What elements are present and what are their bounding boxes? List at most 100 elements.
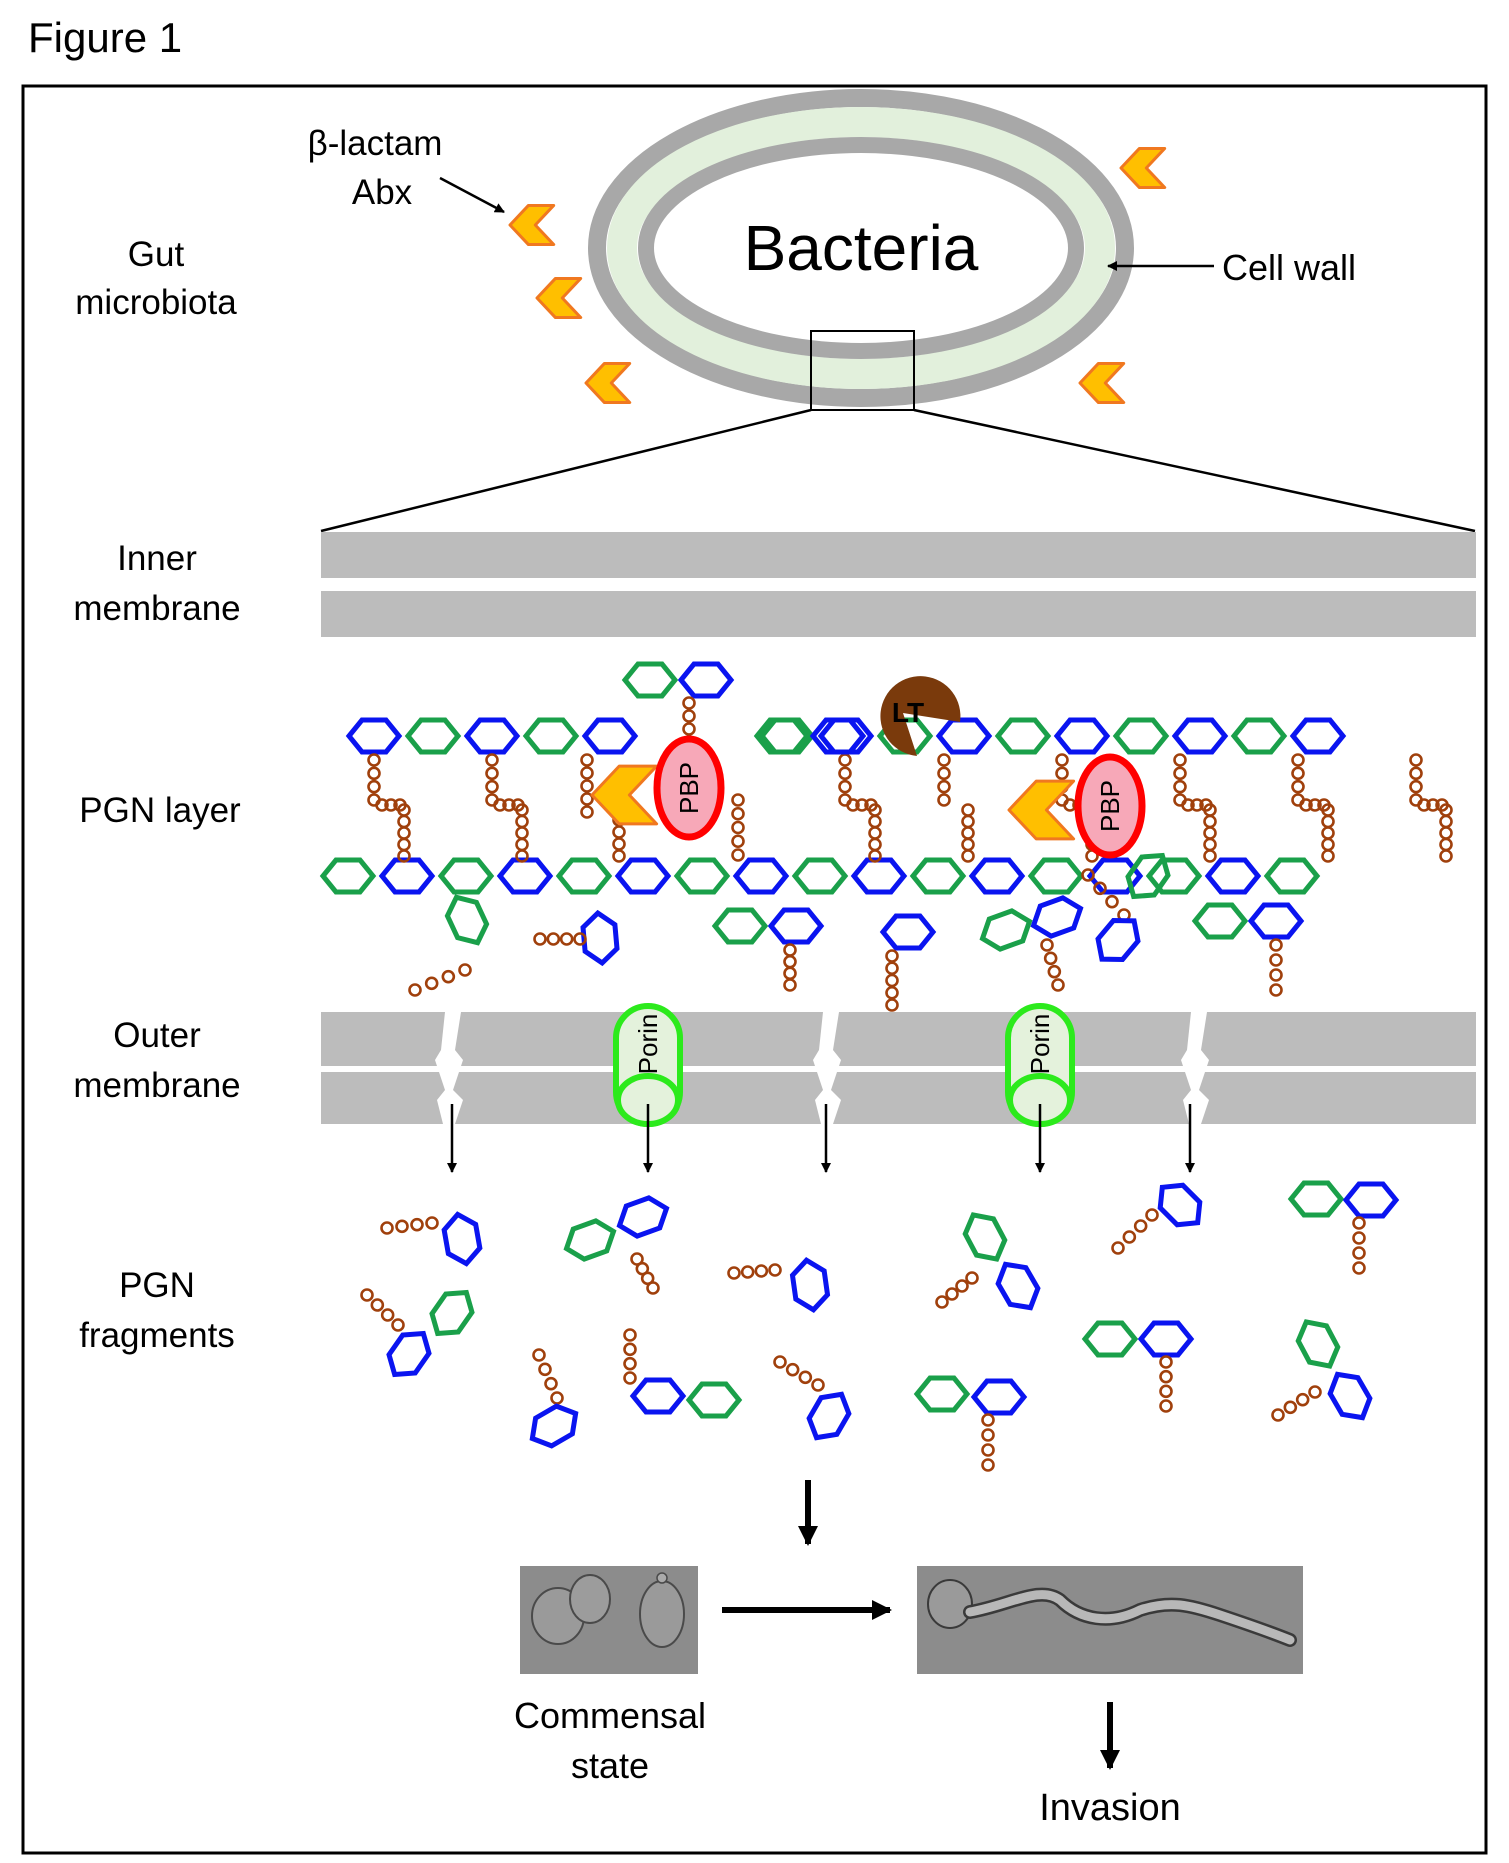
commensal-label-line1: Commensal [514,1695,706,1736]
peptide-bead [885,949,899,963]
peptide-chain [731,793,745,862]
pgn-top-hexagon [1053,717,1111,755]
peptide-bead [623,1356,637,1371]
pgn-dimer-hexagon [677,661,735,699]
outer-membrane-label-line1: Outer [113,1016,201,1055]
peptide-bead [532,1348,546,1362]
peptide-bead [397,814,411,829]
peptide-bead [981,1443,995,1457]
peptide-chain [515,803,529,863]
peptide-bead [682,722,696,736]
peptide-bead [1439,837,1453,852]
peptide-bead [868,826,882,840]
pgn-released-hexagon [1095,918,1141,962]
peptide-bead [1159,1399,1173,1413]
peptide-chain [1040,938,1065,992]
figure-frame [21,84,1488,1855]
peptide-bead [1181,798,1195,812]
peptide-chain [838,753,852,807]
gut-microbiota-label-line1: Gut [128,235,185,274]
peptide-bead [550,1391,564,1405]
peptide-chain [1417,798,1449,812]
fragment-hexagon [1327,1371,1373,1421]
fragment-hexagon [962,1212,1008,1262]
pgn-fragments-label-line1: PGN [119,1266,195,1305]
peptide-bead [965,1271,979,1285]
peptide-bead [410,1217,424,1232]
peptide-bead [838,753,852,767]
pgn-bottom-hexagon [1263,857,1321,895]
peptide-bead [485,753,499,767]
pgn-top-hexagon [1230,717,1288,755]
cell-wall-label: Cell wall [1222,247,1356,288]
peptide-bead [1417,798,1431,812]
peptide-bead [798,1370,813,1385]
pgn-bottom-hexagon [909,857,967,895]
peptide-bead [727,1266,741,1280]
peptide-bead [1308,798,1322,812]
peptide-bead [1111,1241,1125,1255]
fragment-hexagon [913,1375,971,1413]
abx-label-line2: Abx [352,173,413,212]
pbp-label: PBP [674,762,704,814]
peptide-bead [885,998,899,1012]
peptide-bead [380,1308,395,1322]
peptide-bead [1269,938,1283,952]
peptide-bead [937,766,951,781]
pgn-released-hexagon [711,907,769,945]
peptide-bead [360,1288,374,1302]
zoom-line-right [913,408,1476,533]
peptide-bead [544,1376,558,1391]
peptide-bead [380,1221,394,1235]
peptide-bead [731,848,745,862]
peptide-bead [682,696,696,710]
peptide-bead [731,806,745,821]
peptide-bead [408,983,422,997]
lytic-transglycosylase: LT [880,676,961,756]
pgn-bottom-hexagon [850,857,908,895]
pgn-released-hexagon [979,908,1033,952]
peptide-bead [1409,766,1423,781]
peptide-bead [885,961,899,976]
peptide-bead [623,1371,637,1385]
peptide-chain [630,1252,660,1295]
pgn-bottom-hexagon [1145,857,1203,895]
peptide-bead [981,1458,995,1472]
peptide-chain [783,943,797,992]
fragment-hexagon [1137,1320,1195,1358]
fragment-hexagon [1287,1180,1345,1218]
pgn-bottom-hexagon [1204,857,1262,895]
peptide-bead [885,973,899,988]
pgn-bottom-hexagon [732,857,790,895]
pbp-ellipse [653,735,725,841]
peptide-chain [981,1413,995,1472]
peptide-bead [773,1355,787,1369]
pgn-bottom-hexagon [555,857,613,895]
peptide-bead [1291,779,1305,794]
peptide-chain [485,753,499,807]
peptide-bead [783,978,797,992]
peptide-bead [1352,1261,1366,1275]
pgn-bottom-hexagon [673,857,731,895]
fragment-hexagon [1342,1181,1400,1219]
peptide-chain [1081,868,1131,922]
peptide-bead [785,1362,800,1377]
hyphal-image [917,1566,1303,1674]
peptide-bead [559,932,574,946]
pgn-top-hexagon [345,717,403,755]
pgn-top-hexagon [935,717,993,755]
peptide-chain [885,949,899,1012]
pgn-top-hexagon [1289,717,1347,755]
outer-membrane-crack [813,1012,841,1124]
peptide-bead [1439,814,1453,829]
peptide-bead [1308,1385,1322,1399]
pgn-top-hexagon [1112,717,1170,755]
peptide-bead [502,798,516,812]
peptide-bead [1409,779,1423,794]
outer-membrane-label-line2: membrane [73,1066,240,1105]
peptide-bead [1426,798,1440,812]
peptide-chain [533,932,587,946]
pgn-layer-label: PGN layer [79,791,241,830]
fragment-hexagon [429,1289,475,1337]
peptide-chain [727,1263,782,1280]
